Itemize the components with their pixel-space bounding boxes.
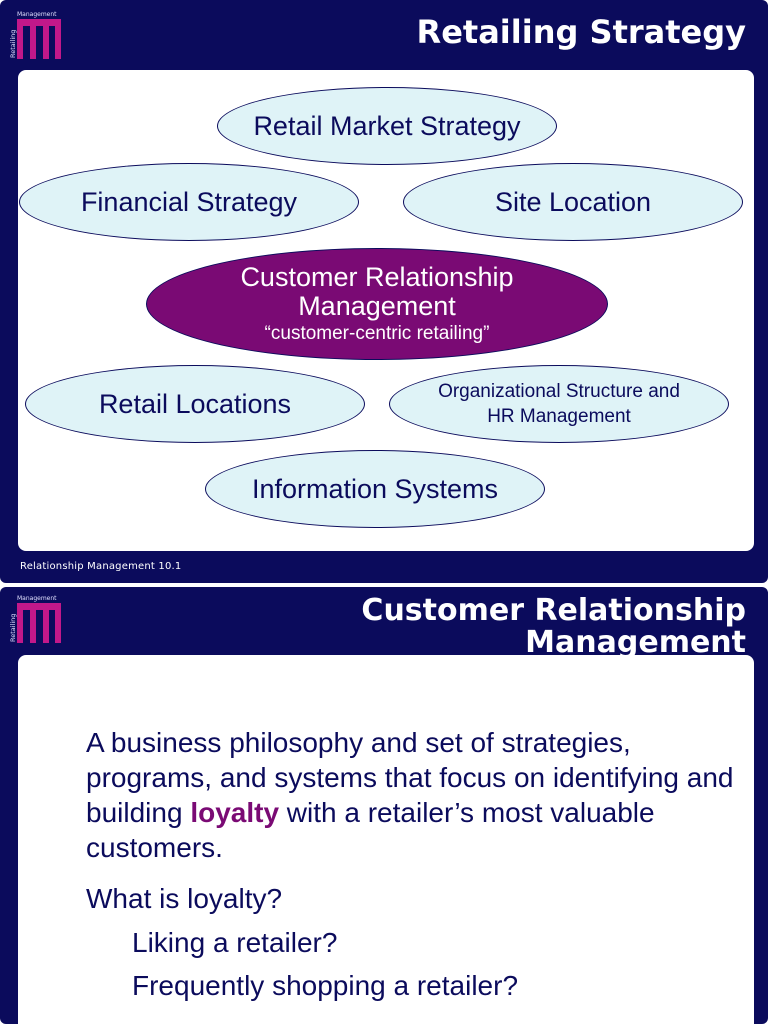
oval-customer-relationship-management: Customer Relationship Management “custom… [146, 248, 608, 360]
loyalty-highlight: loyalty [190, 797, 280, 828]
sub-question: Liking a retailer? [132, 927, 338, 958]
svg-text:Management: Management [17, 595, 57, 602]
slide-customer-relationship-management: Management Retailing Customer Relationsh… [0, 587, 768, 1024]
slide-title: Customer Relationship Management [361, 593, 746, 660]
svg-text:Management: Management [17, 11, 57, 18]
retailing-management-logo: Management Retailing [9, 595, 61, 643]
retailing-management-logo: Management Retailing [9, 11, 61, 59]
oval-retail-market-strategy: Retail Market Strategy [217, 87, 557, 165]
sub-question: Frequently shopping a retailer? [132, 970, 519, 1001]
strategy-diagram-panel: Retail Market Strategy Financial Strateg… [18, 70, 754, 551]
svg-text:Retailing: Retailing [9, 614, 17, 642]
crm-definition: A business philosophy and set of strateg… [86, 727, 734, 863]
oval-organizational-structure: Organizational Structure and HR Manageme… [389, 365, 729, 443]
slide-title: Retailing Strategy [416, 13, 746, 51]
slide-content-panel: A business philosophy and set of strateg… [18, 655, 754, 1024]
oval-financial-strategy: Financial Strategy [19, 163, 359, 241]
svg-text:Retailing: Retailing [9, 30, 17, 58]
slide-footer: Relationship Management 10.1 [20, 561, 182, 572]
oval-site-location: Site Location [403, 163, 743, 241]
oval-information-systems: Information Systems [205, 450, 545, 528]
slide-retailing-strategy: Management Retailing Retailing Strategy … [0, 0, 768, 583]
loyalty-question: What is loyalty? [86, 883, 283, 914]
oval-retail-locations: Retail Locations [25, 365, 365, 443]
